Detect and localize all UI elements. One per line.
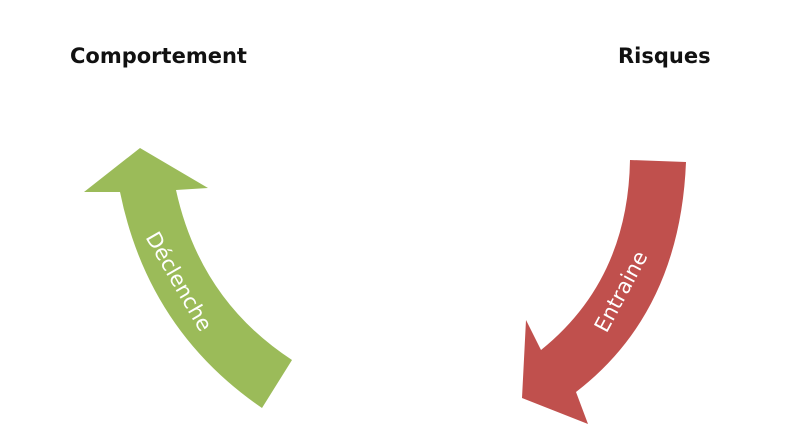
declenche-arrow-shape xyxy=(84,148,292,408)
declenche-arrow: Déclenche xyxy=(84,148,292,408)
title-comportement: Comportement xyxy=(70,44,247,68)
entraine-arrow-shape xyxy=(522,160,686,424)
title-risques: Risques xyxy=(618,44,711,68)
entraine-arrow: Entraine xyxy=(522,160,686,424)
